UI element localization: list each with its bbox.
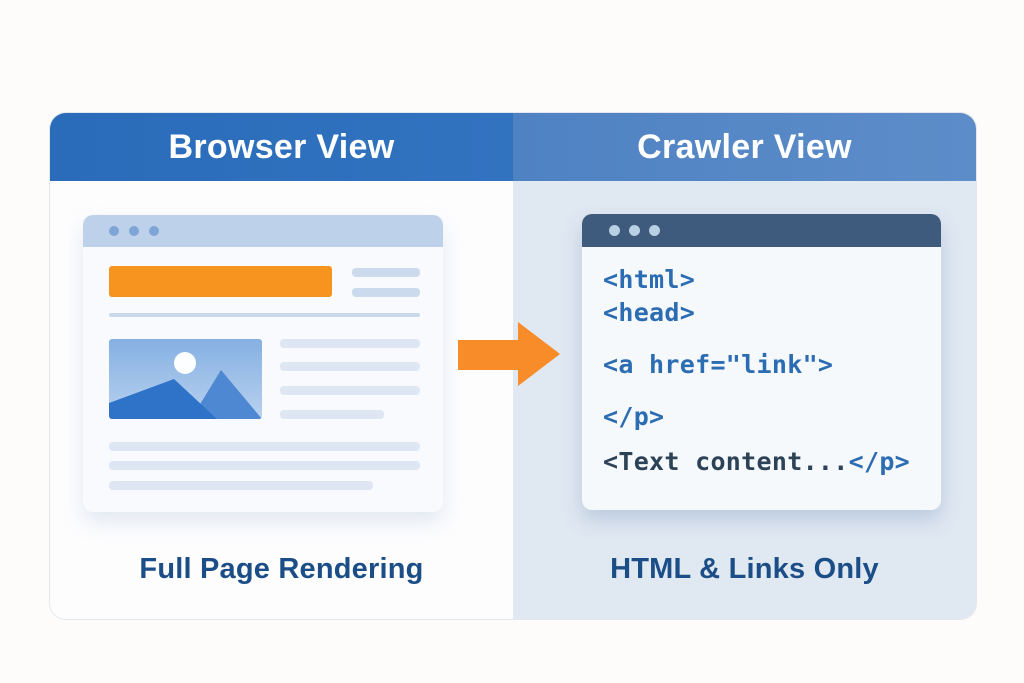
browser-panel-caption: Full Page Rendering bbox=[139, 553, 424, 585]
window-dot-icon bbox=[609, 225, 620, 236]
window-dot-icon bbox=[649, 225, 660, 236]
code-text-content: <Text content... bbox=[603, 447, 849, 476]
text-placeholder-line bbox=[109, 481, 373, 490]
window-dot-icon bbox=[149, 226, 159, 236]
code-window-body: <html> <head> <a href="link"> </p> <Text… bbox=[582, 247, 941, 510]
text-placeholder-line bbox=[280, 339, 420, 348]
text-placeholder-line bbox=[352, 268, 420, 277]
browser-window-mockup bbox=[83, 215, 443, 512]
text-placeholder-line bbox=[280, 410, 384, 419]
crawler-view-header: Crawler View bbox=[513, 113, 976, 181]
text-placeholder-line bbox=[280, 362, 420, 371]
browser-window-content bbox=[83, 247, 443, 512]
card-body-row: Full Page Rendering <html> <head> <a hre… bbox=[50, 181, 976, 619]
code-line: <a href="link"> bbox=[603, 350, 834, 379]
code-line: </p> bbox=[603, 402, 665, 431]
code-line: <Text content...</p> bbox=[603, 449, 910, 474]
browser-view-title: Browser View bbox=[168, 127, 395, 166]
crawler-view-panel: <html> <head> <a href="link"> </p> <Text… bbox=[513, 181, 976, 619]
text-placeholder-line bbox=[109, 442, 420, 451]
code-line: <html> bbox=[603, 265, 696, 294]
code-window-mockup: <html> <head> <a href="link"> </p> <Text… bbox=[582, 214, 941, 510]
window-dot-icon bbox=[129, 226, 139, 236]
comparison-card: Browser View Crawler View bbox=[50, 113, 976, 619]
crawler-panel-caption: HTML & Links Only bbox=[610, 553, 879, 585]
crawler-view-title: Crawler View bbox=[637, 127, 852, 166]
browser-view-panel: Full Page Rendering bbox=[50, 181, 513, 619]
window-dot-icon bbox=[629, 225, 640, 236]
code-closing-tag: </p> bbox=[848, 447, 911, 476]
browser-view-header: Browser View bbox=[50, 113, 513, 181]
code-line: <head> bbox=[603, 298, 696, 327]
card-header-row: Browser View Crawler View bbox=[50, 113, 976, 181]
text-placeholder-line bbox=[280, 386, 420, 395]
code-window-titlebar bbox=[582, 214, 941, 247]
window-dot-icon bbox=[109, 226, 119, 236]
text-placeholder-line bbox=[352, 288, 420, 297]
arrow-right-icon bbox=[458, 322, 560, 386]
orange-banner-placeholder bbox=[109, 266, 332, 297]
divider-line bbox=[109, 313, 420, 317]
browser-window-titlebar bbox=[83, 215, 443, 247]
image-placeholder bbox=[109, 339, 262, 419]
mountains-sun-image-icon bbox=[109, 339, 262, 419]
text-placeholder-line bbox=[109, 461, 420, 470]
